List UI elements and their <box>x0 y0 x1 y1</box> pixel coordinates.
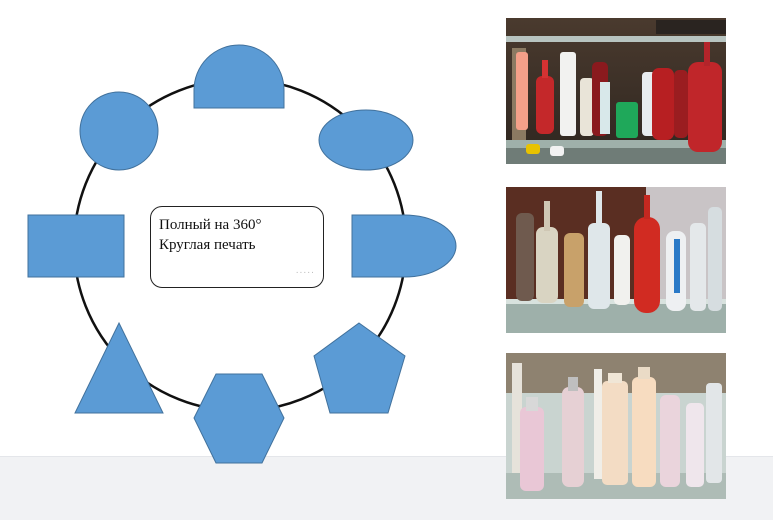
label-line-1: Полный на 360° <box>159 217 262 233</box>
shapes-diagram <box>27 44 457 464</box>
rectangle-shape <box>27 214 125 278</box>
glass-bottles-photo <box>506 187 726 333</box>
plastic-tubes-photo <box>506 353 726 499</box>
half-circle-shape <box>193 44 285 109</box>
label-line-2: Круглая печать <box>159 237 256 253</box>
triangle-shape <box>74 321 164 414</box>
pentagon-shape <box>313 322 406 414</box>
d-shape <box>351 214 457 278</box>
cosmetic-bottles-photo <box>506 18 726 164</box>
circle-shape <box>79 91 159 171</box>
resize-dots: ..... <box>295 266 315 276</box>
hexagon-shape <box>193 373 285 464</box>
label-box: Полный на 360° Круглая печать ..... <box>150 206 324 288</box>
ellipse-shape <box>318 109 414 171</box>
